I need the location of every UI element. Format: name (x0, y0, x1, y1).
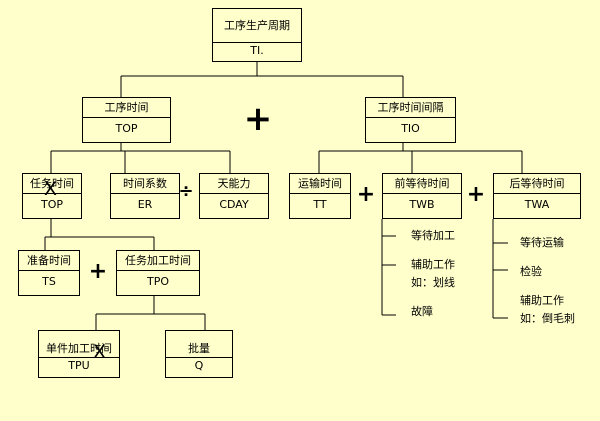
node-label: 工序时间间隔 (377, 101, 444, 114)
wait-after-item: 如：倒毛刺 (520, 312, 575, 325)
node-time-coefficient: 时间系数 ER (110, 173, 180, 219)
node-label: 工序生产周期 (224, 19, 290, 32)
wait-after-item: 等待运输 (520, 236, 564, 249)
wait-before-item: 故障 (411, 305, 433, 318)
node-label: 工序时间 (104, 101, 149, 114)
node-code: TWB (409, 198, 435, 211)
plus-operator-main: + (243, 99, 273, 139)
node-label: 后等待时间 (509, 177, 565, 190)
multiply-mark-unit-time: X (93, 341, 107, 363)
wait-before-item: 如：划线 (411, 276, 455, 289)
node-code: TT (313, 198, 327, 211)
node-transport-time: 运输时间 TT (289, 173, 351, 219)
node-task-time: 任务时间 TOP (22, 173, 82, 219)
node-label: 批量 (188, 342, 210, 355)
node-batch-size: 批量 Q (165, 330, 233, 378)
node-label: 运输时间 (298, 177, 342, 190)
wait-after-item: 检验 (520, 265, 542, 278)
wait-before-item: 辅助工作 (411, 258, 455, 271)
node-label: 任务加工时间 (125, 254, 191, 267)
node-code: TI. (250, 44, 264, 57)
node-unit-processing-time: 单件加工时间 TPU (38, 330, 120, 378)
plus-operator-transport: + (356, 182, 376, 207)
node-code: TS (42, 275, 56, 288)
node-code: CDAY (219, 198, 249, 211)
node-daily-capacity: 天能力 CDAY (199, 173, 269, 219)
node-label: 时间系数 (123, 177, 167, 190)
node-label: 任务时间 (30, 177, 74, 190)
node-code: TPU (68, 359, 90, 372)
wait-before-item: 等待加工 (411, 229, 455, 242)
node-label: 准备时间 (27, 254, 71, 267)
plus-operator-setup: + (88, 259, 108, 284)
node-label: 天能力 (217, 177, 251, 190)
plus-operator-wait: + (466, 182, 486, 207)
node-code: ER (137, 198, 153, 211)
node-task-processing-time: 任务加工时间 TPO (116, 250, 200, 296)
node-wait-before: 前等待时间 TWB (382, 173, 462, 219)
multiply-mark-task-time: X (44, 178, 58, 200)
node-process-interval: 工序时间间隔 TIO (365, 97, 456, 143)
node-code: TOP (115, 122, 138, 135)
node-code: TIO (401, 122, 420, 135)
node-code: TPO (146, 275, 169, 288)
node-wait-after: 后等待时间 TWA (493, 173, 581, 219)
node-code: TOP (40, 198, 63, 211)
wait-after-item: 辅助工作 (520, 294, 564, 307)
node-setup-time: 准备时间 TS (18, 250, 80, 296)
node-label: 前等待时间 (394, 177, 450, 190)
divide-operator: ÷ (178, 181, 194, 202)
node-process-time: 工序时间 TOP (82, 97, 171, 143)
node-label: 单件加工时间 (46, 342, 112, 355)
node-process-cycle: 工序生产周期 TI. (212, 8, 302, 62)
node-code: TWA (524, 198, 550, 211)
node-code: Q (194, 359, 204, 372)
